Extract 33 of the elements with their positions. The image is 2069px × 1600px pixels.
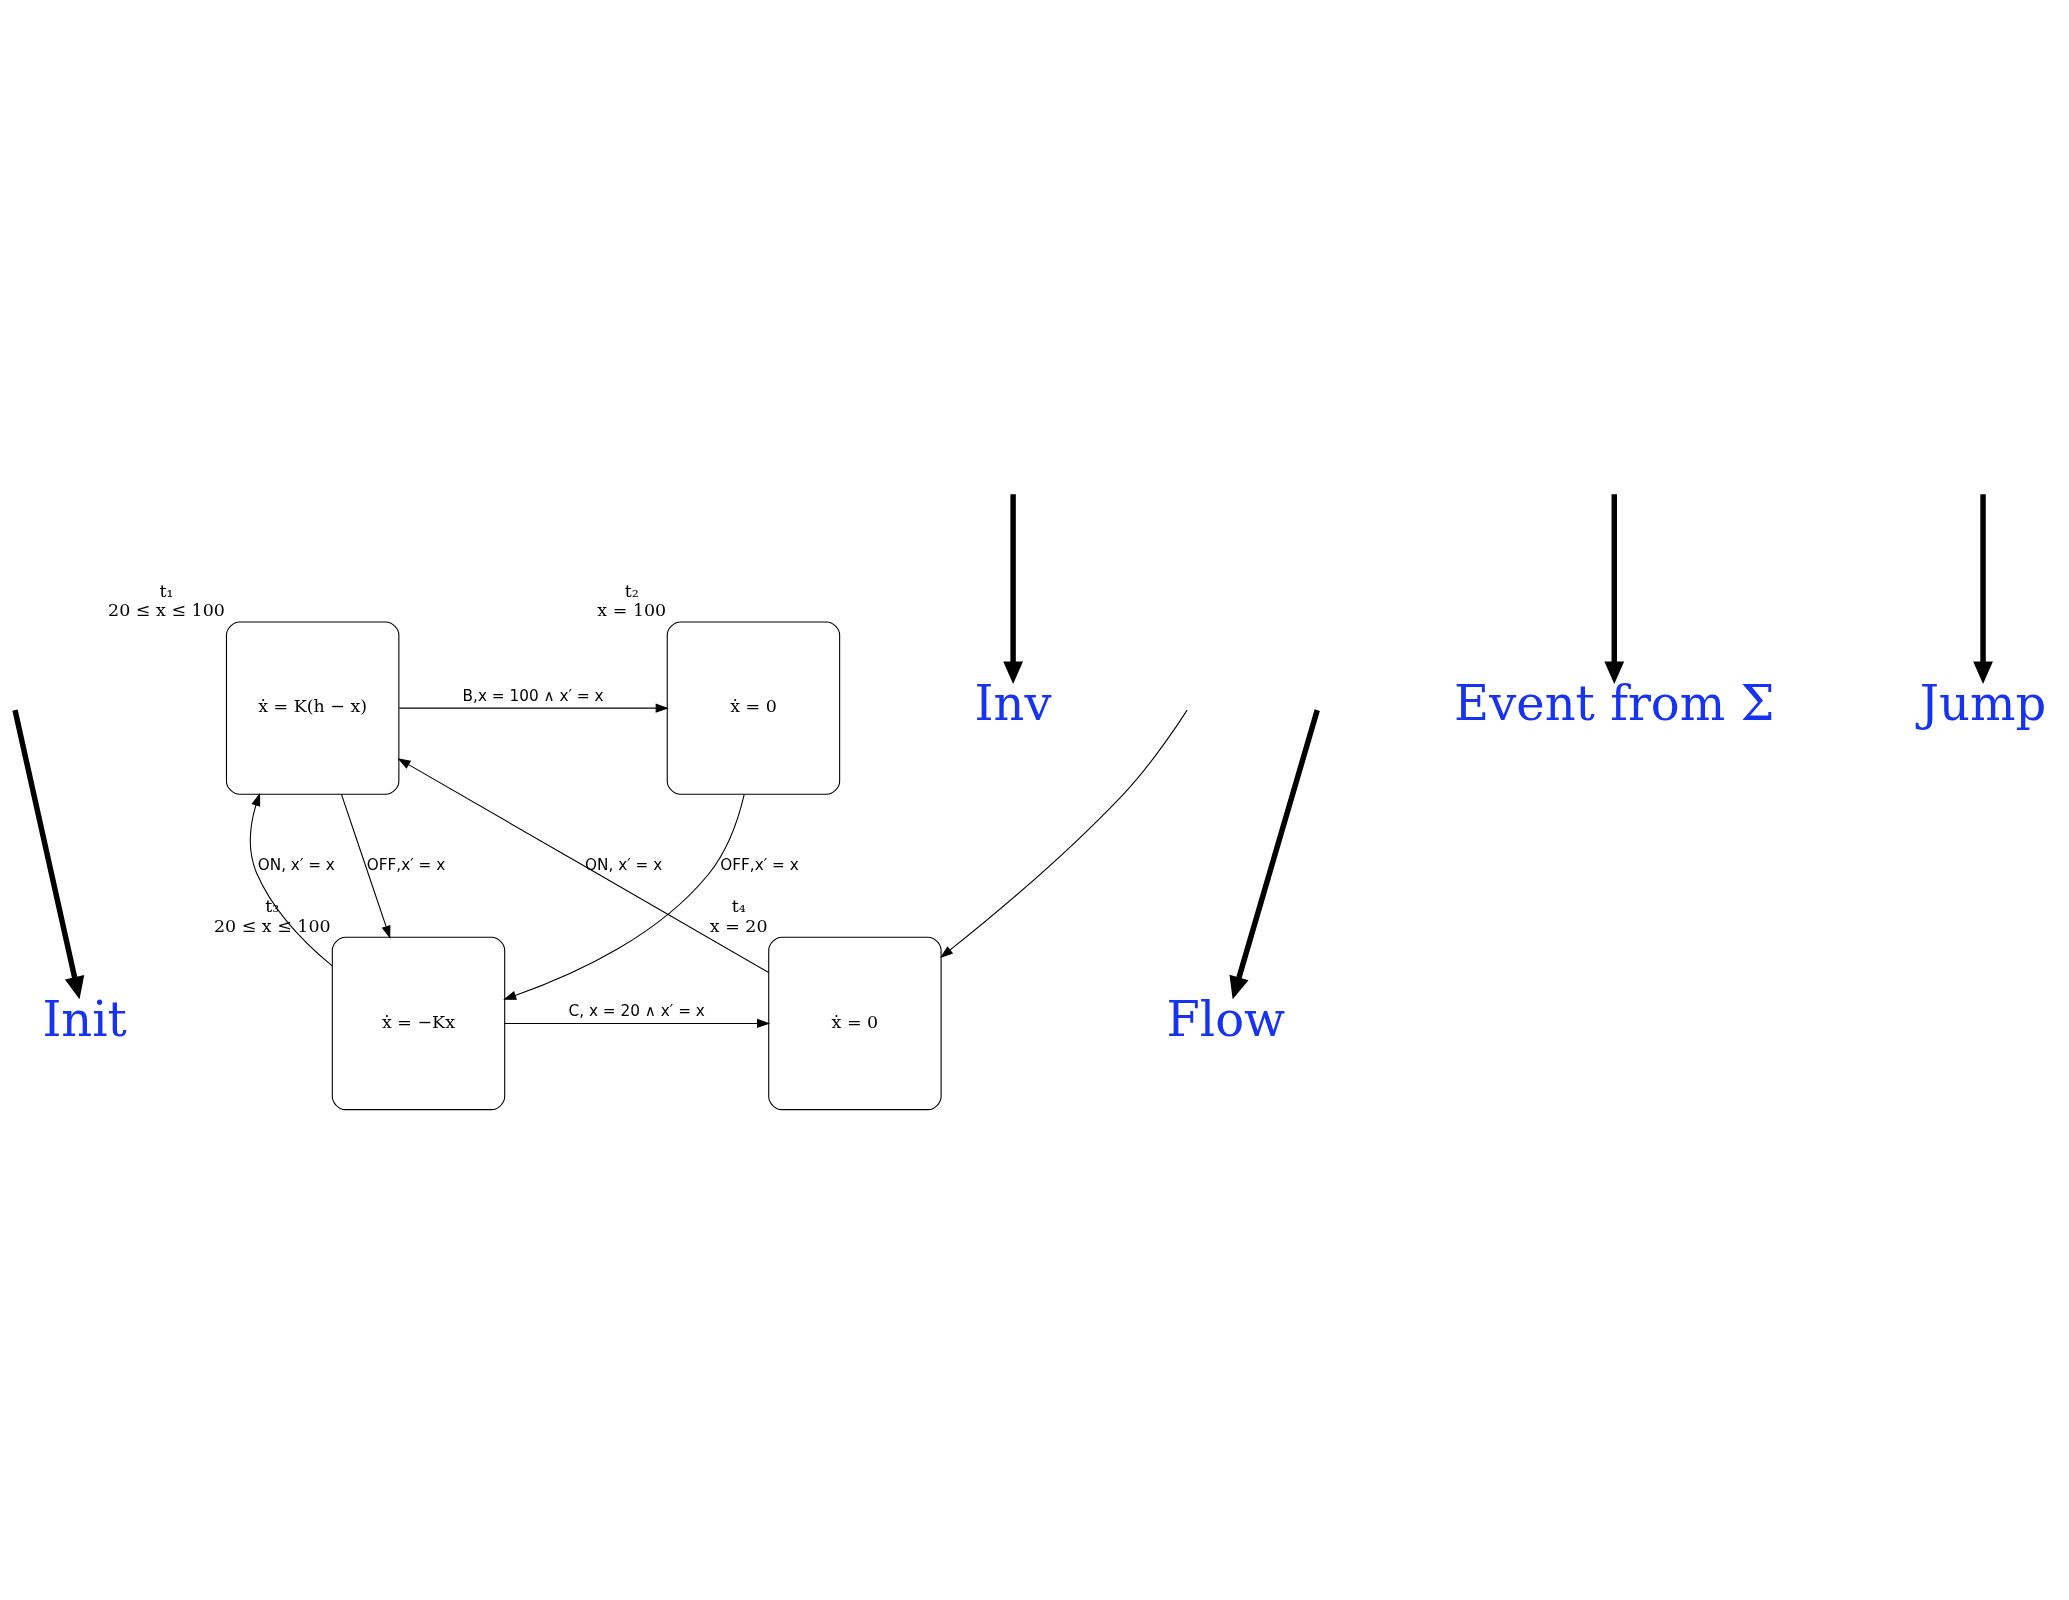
node-label: 20 ≤ x ≤ 100	[108, 600, 225, 621]
edge-label: B,x = 100 ∧ x′ = x	[462, 686, 604, 705]
node-text: Event from Σ	[1454, 675, 1775, 732]
arrow	[504, 1018, 771, 1029]
node-text: Inv	[974, 675, 1052, 732]
arrow	[503, 794, 745, 1000]
arrow	[398, 703, 669, 713]
node-text: Flow	[1166, 990, 1286, 1047]
arrow	[12, 709, 85, 1000]
arrow	[1003, 494, 1023, 685]
arrow	[1229, 709, 1320, 1000]
node-label: t₄	[731, 895, 746, 916]
node-box: ẋ = K(h − x)	[225, 621, 400, 795]
edge-label: C, x = 20 ∧ x′ = x	[568, 1002, 705, 1021]
arrow	[1973, 494, 1993, 685]
arrow	[940, 709, 1188, 958]
node-label: x = 20	[709, 915, 768, 936]
node-label: 20 ≤ x ≤ 100	[213, 915, 331, 936]
edge-label: OFF,x′ = x	[366, 855, 446, 874]
edge-label: ON, x′ = x	[585, 855, 663, 874]
arrow	[249, 792, 333, 967]
node-box: ẋ = 0	[666, 621, 841, 795]
edge-label: OFF,x′ = x	[720, 855, 799, 874]
node-box: ẋ = 0	[768, 936, 942, 1111]
edge-label: ON, x′ = x	[257, 855, 335, 874]
node-label: x = 100	[597, 600, 667, 621]
node-text: Init	[42, 990, 127, 1047]
node-box: ẋ = −Kx	[331, 936, 506, 1111]
node-label: t₁	[159, 580, 174, 601]
arrow	[340, 793, 391, 939]
node-label: t₂	[624, 580, 639, 601]
arrow	[1604, 494, 1625, 685]
arrow	[397, 758, 770, 974]
